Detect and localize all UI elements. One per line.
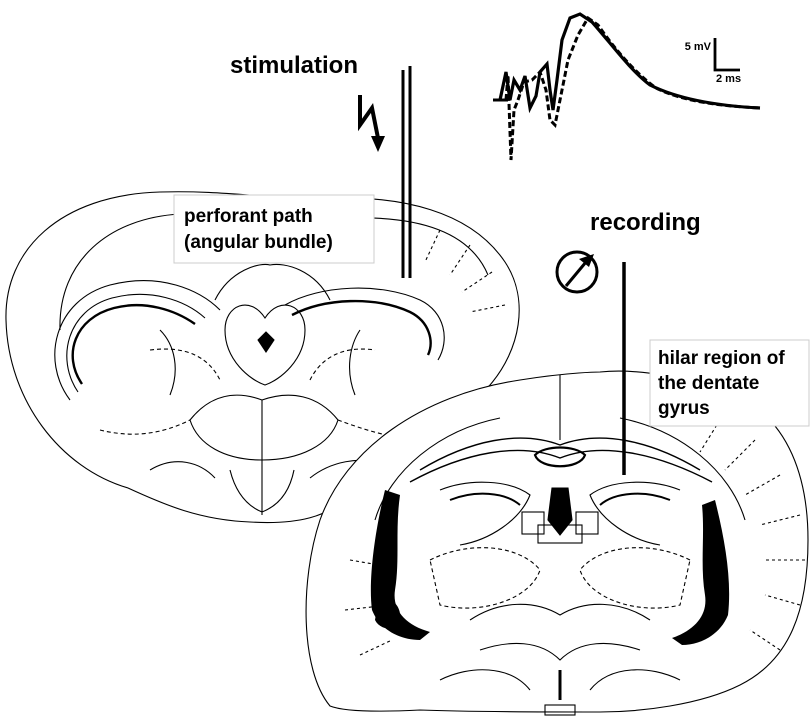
- stimulation-label: stimulation: [230, 52, 358, 79]
- scale-bar-voltage: 5 mV: [685, 41, 712, 53]
- hilar-region-line-1: hilar region of: [658, 348, 785, 369]
- trace-solid: [500, 14, 760, 110]
- perforant-path-label: perforant path (angular bundle): [174, 195, 374, 263]
- hilar-region-label: hilar region of the dentate gyrus: [650, 340, 809, 426]
- scale-bar-time: 2 ms: [716, 73, 741, 85]
- scale-bar: 5 mV 2 ms: [685, 38, 741, 85]
- lightning-bolt-icon: [360, 95, 385, 152]
- field-potential-traces: [493, 14, 760, 160]
- perforant-path-line-1: perforant path: [184, 206, 313, 227]
- trace-dashed: [506, 18, 760, 160]
- perforant-path-line-2: (angular bundle): [184, 232, 333, 253]
- recording-label: recording: [590, 209, 701, 236]
- hilar-region-line-2: the dentate: [658, 373, 759, 394]
- circled-arrow-icon: [557, 252, 597, 292]
- hilar-region-line-3: gyrus: [658, 398, 710, 419]
